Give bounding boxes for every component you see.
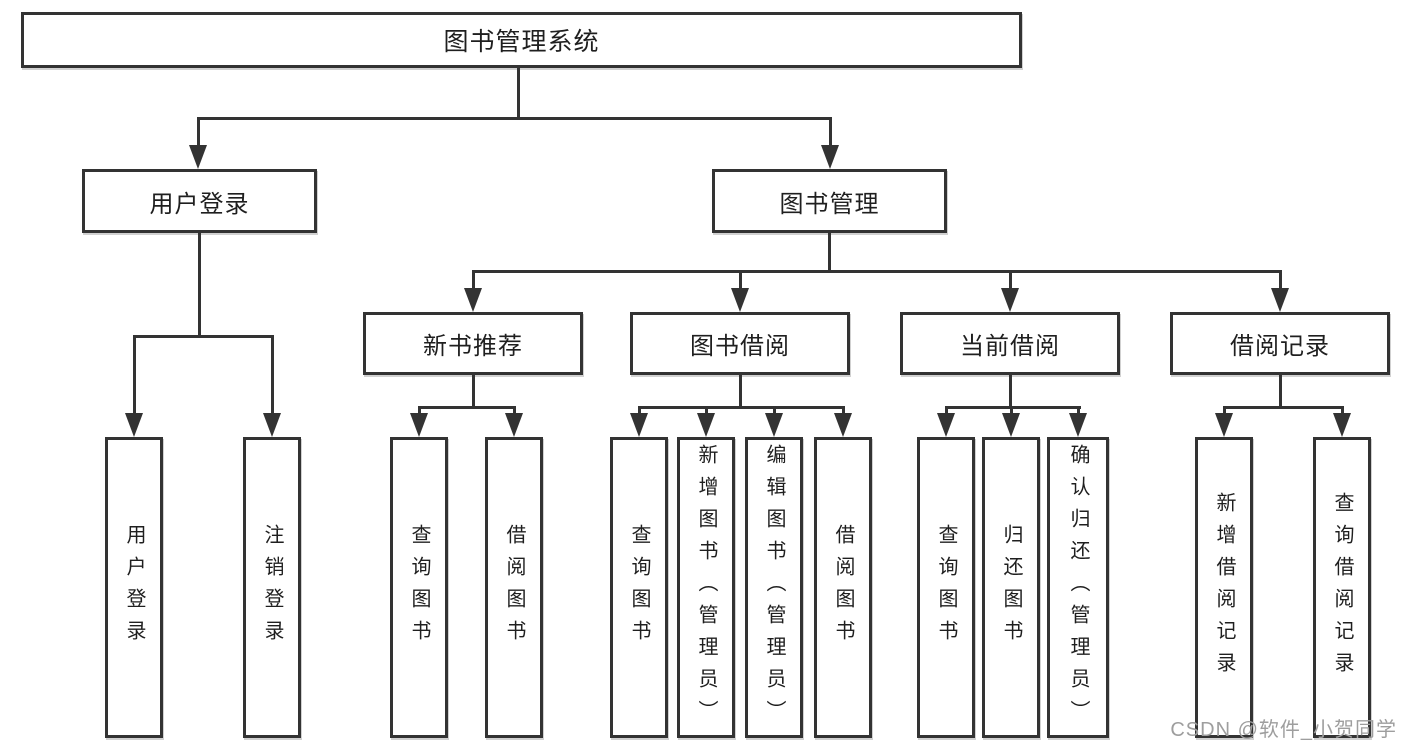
connector-vline: [738, 375, 742, 409]
node-book-management: 图书管理: [712, 169, 947, 233]
node-borrowing-records-label: 借阅记录: [1230, 333, 1330, 360]
leaf-query-borrow-record: 查询借阅记录: [1313, 437, 1371, 738]
connector-vline: [132, 334, 136, 421]
connector-vline: [1008, 375, 1012, 409]
connector-hline: [1222, 405, 1344, 409]
arrowhead-icon: [1001, 288, 1019, 312]
connector-vline: [1278, 269, 1282, 292]
node-book-borrowing-label: 图书借阅: [690, 333, 790, 360]
leaf-edit-book-admin-label: 编辑图书（管理员）: [763, 443, 785, 732]
arrowhead-icon: [464, 288, 482, 312]
connector-vline: [772, 405, 776, 416]
leaf-borrowing-borrow-books: 借阅图书: [814, 437, 872, 738]
connector-hline: [417, 405, 516, 409]
arrowhead-icon: [937, 413, 955, 437]
arrowhead-icon: [125, 413, 143, 437]
leaf-return-books: 归还图书: [982, 437, 1040, 738]
csdn-watermark: CSDN @软件_小贺同学: [1170, 719, 1397, 741]
connector-vline: [1076, 405, 1080, 416]
node-book-borrowing: 图书借阅: [630, 312, 850, 375]
arrowhead-icon: [1215, 413, 1233, 437]
leaf-add-book-admin: 新增图书（管理员）: [677, 437, 735, 738]
node-current-borrowing: 当前借阅: [900, 312, 1120, 375]
connector-vline: [1008, 269, 1012, 292]
connector-vline: [471, 375, 475, 409]
connector-hline: [196, 116, 832, 120]
connector-vline: [1222, 405, 1226, 416]
connector-hline: [944, 405, 1081, 409]
node-user-login-label: 用户登录: [149, 190, 250, 218]
leaf-borrowing-query-books: 查询图书: [610, 437, 668, 738]
connector-vline: [637, 405, 641, 416]
leaf-recommend-borrow-books: 借阅图书: [485, 437, 543, 738]
node-user-login: 用户登录: [82, 169, 317, 233]
arrowhead-icon: [1333, 413, 1351, 437]
leaf-logout: 注销登录: [243, 437, 301, 738]
arrowhead-icon: [731, 288, 749, 312]
node-library-system: 图书管理系统: [21, 12, 1022, 68]
leaf-add-borrow-record-label: 新增借阅记录: [1213, 491, 1235, 684]
leaf-add-borrow-record: 新增借阅记录: [1195, 437, 1253, 738]
arrowhead-icon: [189, 145, 207, 169]
leaf-confirm-return-admin: 确认归还（管理员）: [1047, 437, 1109, 738]
node-library-system-label: 图书管理系统: [443, 28, 600, 56]
connector-vline: [1278, 375, 1282, 409]
connector-vline: [944, 405, 948, 416]
arrowhead-icon: [821, 145, 839, 169]
connector-vline: [270, 334, 274, 421]
connector-vline: [196, 116, 200, 153]
node-new-book-recommend: 新书推荐: [363, 312, 583, 375]
leaf-user-login-label: 用户登录: [123, 523, 145, 652]
connector-vline: [417, 405, 421, 416]
leaf-logout-label: 注销登录: [261, 523, 283, 652]
node-current-borrowing-label: 当前借阅: [960, 333, 1060, 360]
arrowhead-icon: [1069, 413, 1087, 437]
leaf-add-book-admin-label: 新增图书（管理员）: [695, 443, 717, 732]
arrowhead-icon: [410, 413, 428, 437]
arrowhead-icon: [1271, 288, 1289, 312]
connector-hline: [132, 334, 274, 338]
connector-vline: [197, 233, 201, 337]
node-new-book-recommend-label: 新书推荐: [423, 333, 523, 360]
arrowhead-icon: [765, 413, 783, 437]
leaf-recommend-query-books: 查询图书: [390, 437, 448, 738]
connector-vline: [738, 269, 742, 292]
leaf-recommend-borrow-books-label: 借阅图书: [503, 523, 525, 652]
connector-vline: [1009, 405, 1013, 416]
connector-hline: [637, 405, 845, 409]
connector-vline: [828, 116, 832, 153]
leaf-user-login: 用户登录: [105, 437, 163, 738]
arrowhead-icon: [834, 413, 852, 437]
leaf-recommend-query-books-label: 查询图书: [408, 523, 430, 652]
leaf-confirm-return-admin-label: 确认归还（管理员）: [1067, 443, 1089, 732]
connector-vline: [471, 269, 475, 292]
arrowhead-icon: [505, 413, 523, 437]
leaf-borrowing-query-books-label: 查询图书: [628, 523, 650, 652]
arrowhead-icon: [263, 413, 281, 437]
connector-vline: [841, 405, 845, 416]
leaf-return-books-label: 归还图书: [1000, 523, 1022, 652]
connector-vline: [512, 405, 516, 416]
connector-vline: [704, 405, 708, 416]
leaf-edit-book-admin: 编辑图书（管理员）: [745, 437, 803, 738]
node-borrowing-records: 借阅记录: [1170, 312, 1390, 375]
arrowhead-icon: [1002, 413, 1020, 437]
connector-hline: [471, 269, 1282, 273]
leaf-borrowing-borrow-books-label: 借阅图书: [832, 523, 854, 652]
arrowhead-icon: [630, 413, 648, 437]
connector-vline: [827, 233, 831, 273]
connector-vline: [1340, 405, 1344, 416]
leaf-current-query-books: 查询图书: [917, 437, 975, 738]
connector-vline: [516, 68, 520, 120]
leaf-current-query-books-label: 查询图书: [935, 523, 957, 652]
arrowhead-icon: [697, 413, 715, 437]
node-book-management-label: 图书管理: [779, 190, 880, 218]
leaf-query-borrow-record-label: 查询借阅记录: [1331, 491, 1353, 684]
